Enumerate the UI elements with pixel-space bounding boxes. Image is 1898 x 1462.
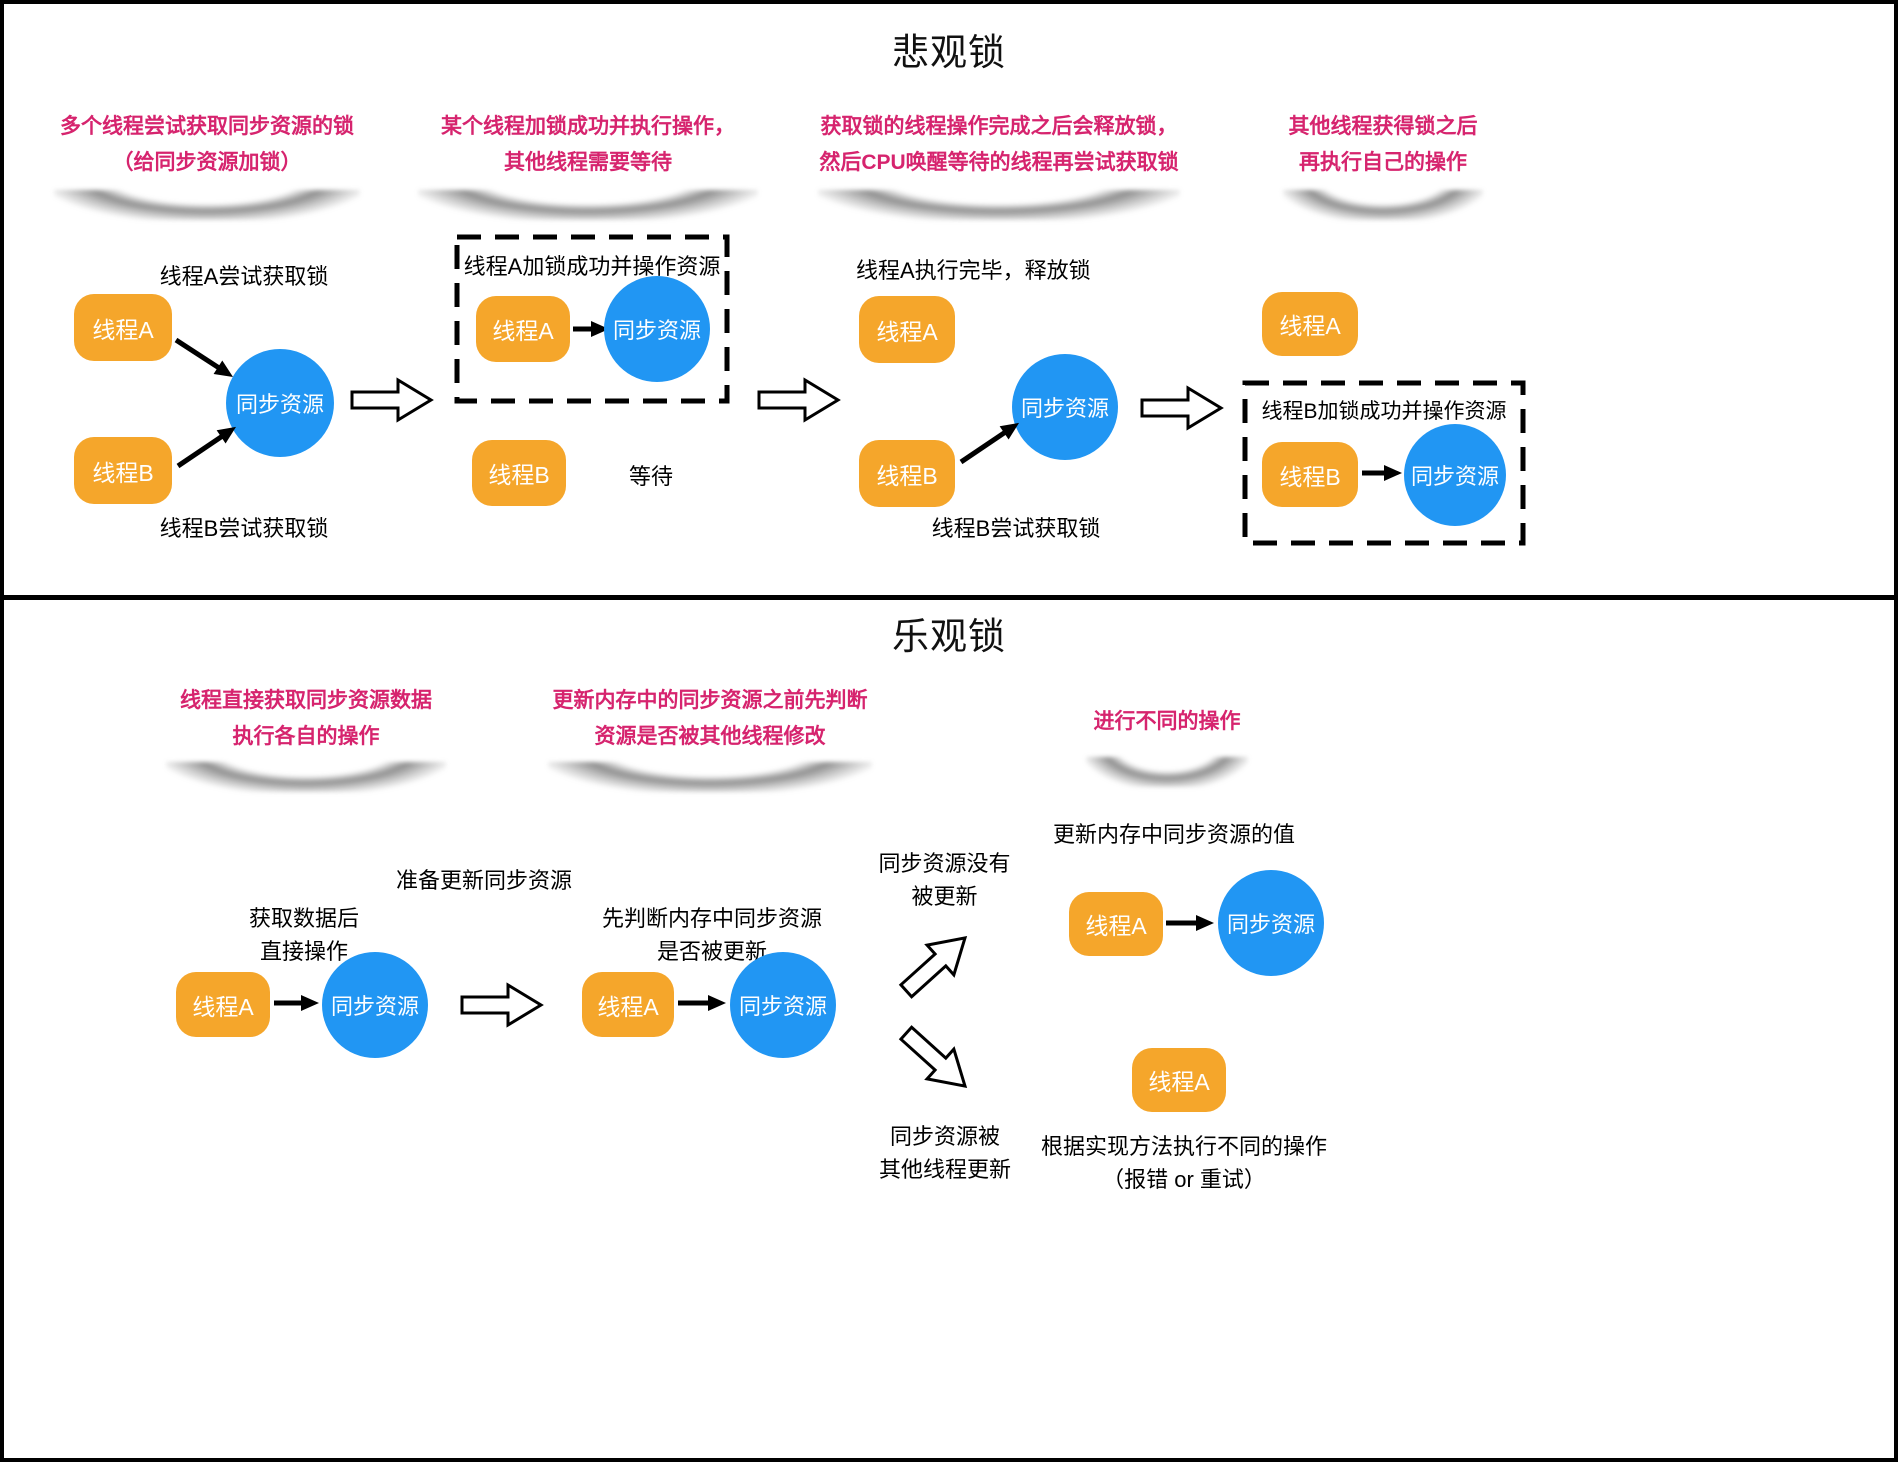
annotation-line: 获取数据后 <box>248 906 359 931</box>
note-card-text: 进行不同的操作 <box>1093 710 1241 734</box>
annotation-label: 等待 <box>628 464 673 489</box>
note-card: 进行不同的操作 <box>1072 684 1262 787</box>
note-card-text: 资源是否被其他线程修改 <box>594 724 826 748</box>
annotation-label: 线程B加锁成功并操作资源 <box>1261 400 1507 423</box>
arrow-icon <box>176 426 237 469</box>
thread-a-node: 线程A <box>582 972 674 1037</box>
branch-arrow-down-icon <box>898 1025 968 1089</box>
thread-a-node: 线程A <box>859 296 955 363</box>
annotation-label: 线程A加锁成功并操作资源 <box>463 254 721 279</box>
flow-arrow-icon <box>350 377 434 423</box>
flow-arrow-icon <box>1140 385 1224 431</box>
card-curl-shadow <box>1283 190 1483 220</box>
annotation-line: 其他线程更新 <box>878 1157 1011 1182</box>
annotation-line: 根据实现方法执行不同的操作 <box>1040 1134 1327 1159</box>
annotation-label: 更新内存中同步资源的值 <box>1052 822 1295 847</box>
thread-a-node: 线程A <box>74 294 172 361</box>
note-card-text: （给同步资源加锁） <box>112 151 302 174</box>
note-card: 其他线程获得锁之后 再执行自己的操作 <box>1269 97 1497 220</box>
locked-scope-dashed-box <box>454 234 730 404</box>
note-card: 获取锁的线程操作完成之后会释放锁， 然后CPU唤醒等待的线程再尝试获取锁 <box>804 97 1194 220</box>
annotation-line: 同步资源没有 <box>878 851 1011 876</box>
note-card: 更新内存中的同步资源之前先判断 资源是否被其他线程修改 <box>534 672 886 792</box>
thread-a-node: 线程A <box>1132 1048 1226 1112</box>
flow-arrow-icon <box>460 982 544 1028</box>
note-card-text: 再执行自己的操作 <box>1299 151 1467 174</box>
sync-resource-node: 同步资源 <box>604 276 710 382</box>
card-curl-shadow <box>818 190 1180 220</box>
thread-a-node: 线程A <box>476 296 570 362</box>
arrow-icon <box>1362 465 1402 481</box>
arrow-icon <box>678 995 726 1011</box>
card-curl-shadow <box>166 762 446 792</box>
annotation-label: 线程B尝试获取锁 <box>931 516 1101 541</box>
note-card-text: 获取锁的线程操作完成之后会释放锁， <box>820 115 1178 139</box>
sync-resource-node: 同步资源 <box>226 349 334 457</box>
thread-b-node: 线程B <box>74 437 172 504</box>
annotation-line: 是否被更新 <box>656 939 767 964</box>
annotation-label: 根据实现方法执行不同的操作 （报错 or 重试） <box>1034 1130 1334 1196</box>
arrow-icon <box>274 995 319 1011</box>
note-card-text: 其他线程需要等待 <box>504 151 672 174</box>
section-divider <box>4 595 1894 600</box>
annotation-line: 被更新 <box>911 884 978 909</box>
thread-b-node: 线程B <box>1262 442 1358 507</box>
card-curl-shadow <box>548 762 872 792</box>
card-curl-shadow <box>418 190 758 220</box>
optimistic-section-title: 乐观锁 <box>892 616 1006 657</box>
thread-a-node: 线程A <box>1262 292 1358 356</box>
annotation-label: 同步资源没有 被更新 <box>872 847 1017 913</box>
annotation-line: （报错 or 重试） <box>1102 1167 1266 1192</box>
annotation-label: 先判断内存中同步资源 是否被更新 <box>600 902 824 968</box>
note-card-text: 其他线程获得锁之后 <box>1288 115 1478 139</box>
flow-arrow-icon <box>757 377 841 423</box>
note-card-text: 多个线程尝试获取同步资源的锁 <box>60 115 354 139</box>
annotation-label: 线程A执行完毕，释放锁 <box>856 258 1091 283</box>
note-card-text: 然后CPU唤醒等待的线程再尝试获取锁 <box>819 151 1179 174</box>
annotation-label: 获取数据后 直接操作 <box>234 902 374 968</box>
sync-resource-node: 同步资源 <box>730 952 836 1058</box>
pessimistic-section-title: 悲观锁 <box>892 32 1006 73</box>
annotation-label: 准备更新同步资源 <box>395 868 572 893</box>
annotation-label: 线程A尝试获取锁 <box>159 264 329 289</box>
locked-scope-dashed-box <box>1242 380 1526 546</box>
note-card-text: 某个线程加锁成功并执行操作， <box>441 115 735 139</box>
sync-resource-node: 同步资源 <box>1404 424 1506 526</box>
thread-b-node: 线程B <box>859 440 955 507</box>
annotation-label: 线程B尝试获取锁 <box>159 516 329 541</box>
annotation-line: 先判断内存中同步资源 <box>601 906 822 931</box>
thread-a-node: 线程A <box>176 972 270 1037</box>
sync-resource-node: 同步资源 <box>322 952 428 1058</box>
thread-a-node: 线程A <box>1069 892 1163 956</box>
annotation-line: 直接操作 <box>259 939 348 964</box>
note-card: 某个线程加锁成功并执行操作， 其他线程需要等待 <box>404 97 772 220</box>
arrow-icon <box>573 321 609 337</box>
note-card: 多个线程尝试获取同步资源的锁 （给同步资源加锁） <box>40 97 374 220</box>
note-card-text: 执行各自的操作 <box>232 724 380 748</box>
arrow-icon <box>959 422 1020 465</box>
note-card-text: 线程直接获取同步资源数据 <box>180 688 432 712</box>
card-curl-shadow <box>54 190 360 220</box>
annotation-line: 同步资源被 <box>889 1124 1000 1149</box>
thread-b-node: 线程B <box>472 440 566 506</box>
sync-resource-node: 同步资源 <box>1012 354 1118 460</box>
note-card: 线程直接获取同步资源数据 执行各自的操作 <box>152 672 460 792</box>
note-card-text: 更新内存中的同步资源之前先判断 <box>552 688 868 712</box>
card-curl-shadow <box>1086 757 1248 787</box>
branch-arrow-up-icon <box>898 935 968 999</box>
arrow-icon <box>174 337 234 378</box>
sync-resource-node: 同步资源 <box>1218 870 1324 976</box>
arrow-icon <box>1166 915 1214 931</box>
annotation-label: 同步资源被 其他线程更新 <box>870 1120 1020 1186</box>
